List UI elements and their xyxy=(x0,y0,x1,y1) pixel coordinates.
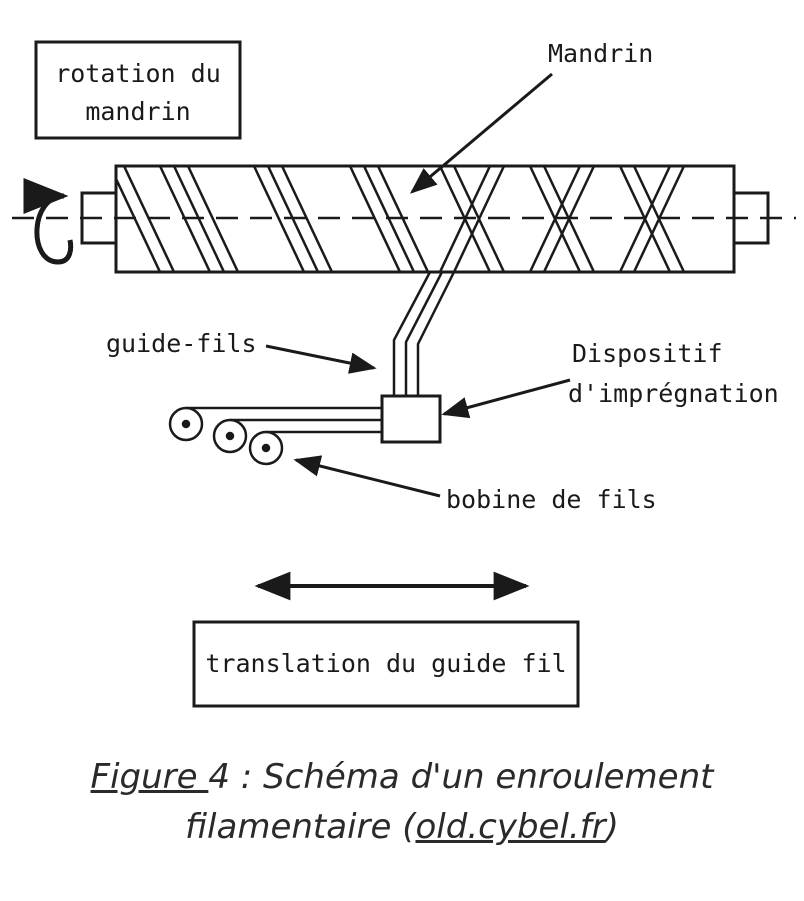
mandrin-arrow xyxy=(409,72,553,194)
bobbins xyxy=(168,406,284,466)
figure-link[interactable]: Figure xyxy=(90,757,209,797)
dispositif-label-line1: Dispositif xyxy=(572,339,723,368)
rotation-arrow-icon xyxy=(23,178,74,265)
mandrin-label: Mandrin xyxy=(548,39,653,68)
caption-text-2: filamentaire ( xyxy=(185,807,416,847)
impregnation-device xyxy=(380,394,442,444)
caption-text-3: ) xyxy=(605,807,619,847)
translation-label-box: translation du guide fil xyxy=(192,620,580,708)
threads xyxy=(186,406,382,434)
fiber-bundle xyxy=(392,271,456,398)
rotation-label-line2: mandrin xyxy=(85,97,190,126)
translation-label: translation du guide fil xyxy=(205,649,566,678)
rotation-label-box: rotation du mandrin xyxy=(34,40,242,140)
dispositif-arrow xyxy=(441,378,571,419)
bobine-arrow xyxy=(293,455,441,498)
guide-fils-arrow xyxy=(265,344,377,374)
source-link[interactable]: old.cybel.fr xyxy=(415,807,606,847)
filament-windings xyxy=(116,166,686,272)
figure-caption: Figure 4 : Schéma d'un enroulement filam… xyxy=(0,752,804,852)
filament-winding-diagram: rotation du mandrin Mandrin xyxy=(12,39,796,708)
caption-text-1: 4 : Schéma d'un enroulement xyxy=(208,757,714,797)
dispositif-label-line2: d'imprégnation xyxy=(568,379,779,408)
bobine-label: bobine de fils xyxy=(446,485,657,514)
guide-fils-label: guide-fils xyxy=(106,329,257,358)
rotation-label-line1: rotation du xyxy=(55,59,221,88)
